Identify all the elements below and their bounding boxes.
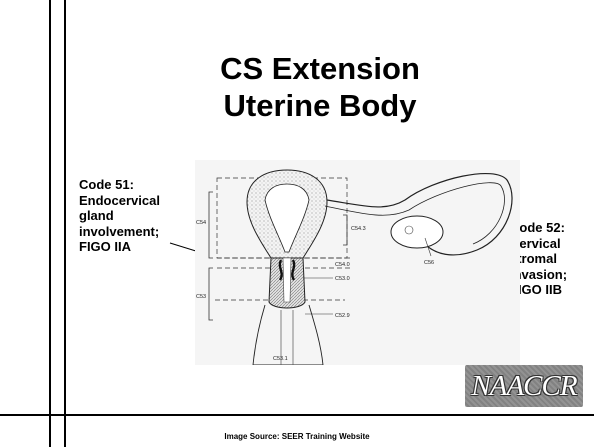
site-code-c53-0: C53.0: [335, 276, 350, 282]
image-source-caption: Image Source: SEER Training Website: [0, 432, 594, 441]
endocervical-canal: [283, 258, 291, 302]
site-code-c53: C53: [196, 294, 206, 300]
site-code-c54-3: C54.3: [351, 226, 366, 232]
naaccr-logo: NAACCR: [465, 365, 583, 407]
naaccr-logo-text: NAACCR: [465, 365, 583, 407]
site-code-c56: C56: [424, 260, 434, 266]
site-code-c54: C54: [196, 220, 206, 226]
ovary: [391, 216, 443, 248]
uterus-diagram: C54 C54.3 C56 C54.0 C53.0 C53 C52.9 C53.…: [195, 160, 520, 365]
site-code-c53-1: C53.1: [273, 356, 288, 362]
site-code-c52-9: C52.9: [335, 313, 350, 319]
figure-background: [195, 160, 520, 365]
site-code-c54-0: C54.0: [335, 262, 350, 268]
